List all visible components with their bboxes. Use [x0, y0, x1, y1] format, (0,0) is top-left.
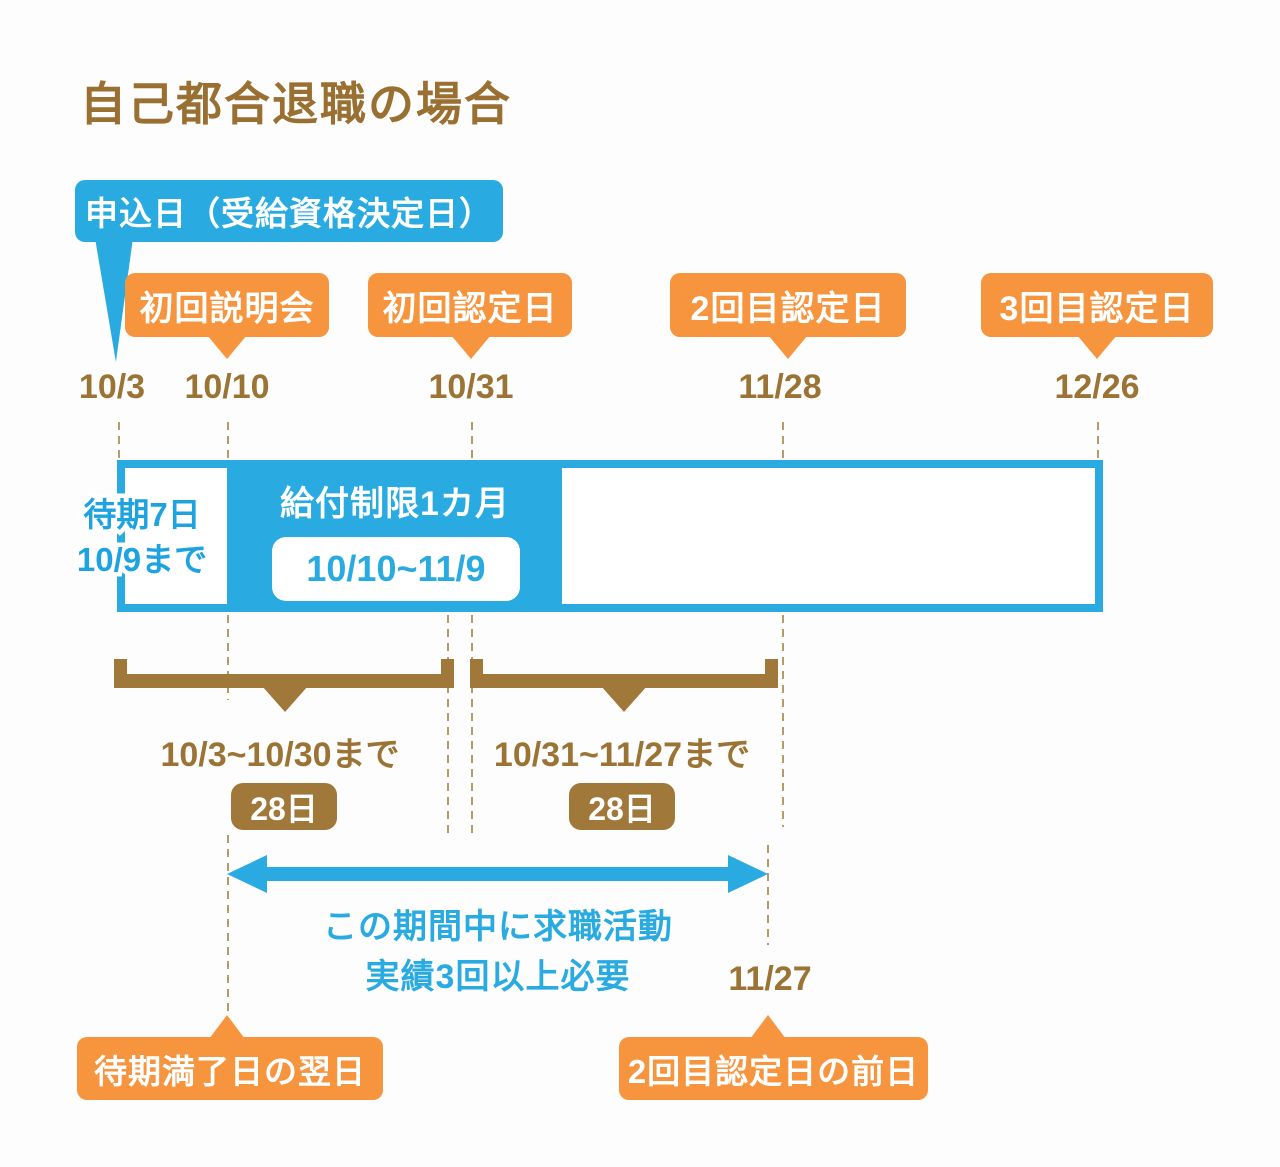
activity-note-line2: 実績3回以上必要 — [365, 958, 631, 996]
waiting-period-line1: 待期7日 — [60, 492, 224, 537]
callout-third-certification-label: 3回目認定日 — [999, 289, 1195, 328]
bracket2-right-cap — [765, 659, 778, 688]
period1-range: 10/3~10/30まで — [160, 736, 400, 774]
bracket2-pointer — [601, 686, 647, 712]
waiting-period-label: 待期7日 10/9まで — [60, 492, 224, 582]
dash-line-10-31-top — [471, 422, 473, 460]
period2-range: 10/31~11/27まで — [493, 736, 751, 774]
period2-days-badge: 28日 — [569, 783, 675, 830]
before-second-cert-callout-label: 2回目認定日の前日 — [627, 1052, 920, 1090]
dash-line-10-30-bottom — [447, 615, 449, 833]
period2-days-text: 28日 — [588, 790, 656, 827]
restriction-title: 給付制限1カ月 — [280, 485, 510, 523]
bracket1-bar — [114, 674, 454, 688]
page-title: 自己都合退職の場合 — [80, 78, 512, 130]
period1-days-text: 28日 — [250, 790, 318, 827]
dash-line-12-26-top — [1097, 422, 1099, 460]
dash-line-10-31-bottom — [471, 615, 473, 833]
callout-first-briefing-pointer — [207, 335, 247, 359]
waiting-end-callout-pointer — [209, 1015, 245, 1039]
dash-line-10-10-bottom-1 — [227, 615, 229, 700]
callout-first-briefing: 初回説明会 — [125, 273, 329, 337]
waiting-end-callout: 待期満了日の翌日 — [77, 1037, 383, 1100]
bracket1-pointer — [262, 686, 308, 712]
dash-line-10-3-top — [118, 422, 120, 460]
date-10-10: 10/10 — [184, 368, 270, 406]
dash-line-11-28-top — [782, 422, 784, 460]
waiting-end-callout-label: 待期満了日の翌日 — [94, 1052, 366, 1090]
callout-first-briefing-label: 初回説明会 — [139, 289, 315, 328]
restriction-range-pill: 10/10~11/9 — [272, 537, 520, 601]
before-second-cert-callout-pointer — [750, 1015, 786, 1039]
before-second-cert-callout: 2回目認定日の前日 — [619, 1037, 928, 1100]
callout-first-certification-pointer — [451, 335, 491, 359]
waiting-period-line2: 10/9まで — [60, 537, 224, 582]
activity-note: この期間中に求職活動 実績3回以上必要 — [248, 902, 748, 1002]
date-11-28: 11/28 — [738, 368, 822, 406]
period1-days-badge: 28日 — [231, 783, 337, 830]
callout-third-certification: 3回目認定日 — [981, 273, 1213, 337]
bracket1-right-cap — [441, 659, 454, 688]
callout-first-certification: 初回認定日 — [368, 273, 572, 337]
dash-line-11-27-bottom — [767, 845, 769, 945]
dash-line-11-28-bottom — [782, 615, 784, 827]
activity-arrow-shaft — [258, 867, 737, 881]
callout-second-certification-pointer — [768, 335, 808, 359]
activity-arrow-right-head — [728, 855, 768, 893]
dash-line-10-10-top — [227, 422, 229, 460]
callout-first-certification-label: 初回認定日 — [382, 289, 558, 328]
date-10-31: 10/31 — [428, 368, 514, 406]
callout-second-certification: 2回目認定日 — [670, 273, 906, 337]
application-date-callout-label: 申込日（受給資格決定日） — [85, 195, 493, 232]
activity-note-line1: この期間中に求職活動 — [323, 908, 673, 946]
application-date-callout: 申込日（受給資格決定日） — [75, 180, 503, 242]
date-12-26: 12/26 — [1054, 368, 1140, 406]
restriction-range-text: 10/10~11/9 — [306, 548, 486, 589]
dash-line-10-10-bottom-2 — [227, 835, 229, 1013]
callout-second-certification-label: 2回目認定日 — [690, 289, 886, 328]
date-11-27: 11/27 — [728, 960, 812, 998]
bracket2-bar — [470, 674, 778, 688]
date-10-3: 10/3 — [78, 368, 146, 406]
callout-third-certification-pointer — [1077, 335, 1117, 359]
